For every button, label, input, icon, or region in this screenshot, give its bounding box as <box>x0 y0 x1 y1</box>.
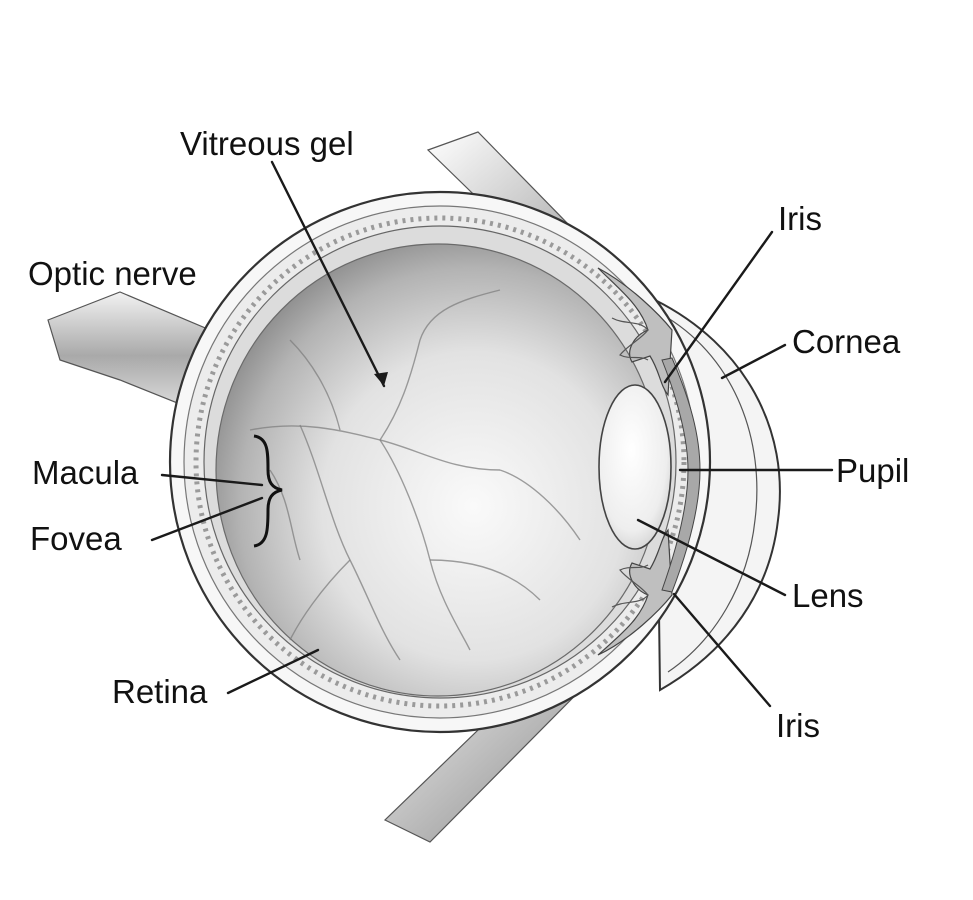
label-retina: Retina <box>112 673 208 710</box>
label-iris-top: Iris <box>778 200 822 237</box>
iris-bottom-leader <box>672 592 772 708</box>
label-macula: Macula <box>32 454 139 491</box>
vitreous-gel-leader <box>270 160 386 388</box>
lens-leader <box>636 518 787 597</box>
cornea-leader <box>720 343 787 380</box>
iris-top-leader <box>663 230 774 384</box>
label-iris-bottom: Iris <box>776 707 820 744</box>
label-optic-nerve: Optic nerve <box>28 255 197 292</box>
macula-bracket <box>253 434 283 548</box>
iris-lower <box>597 528 673 656</box>
retina-leader <box>226 648 320 695</box>
label-pupil: Pupil <box>836 452 909 489</box>
macula-leader <box>160 473 264 487</box>
label-fovea: Fovea <box>30 520 122 557</box>
vitreous-chamber <box>215 243 661 697</box>
label-cornea: Cornea <box>792 323 901 360</box>
label-lens: Lens <box>792 577 864 614</box>
fovea-leader <box>150 496 264 542</box>
label-vitreous-gel: Vitreous gel <box>180 125 354 162</box>
retinal-vessels <box>249 289 581 661</box>
lens-shape <box>598 384 672 550</box>
